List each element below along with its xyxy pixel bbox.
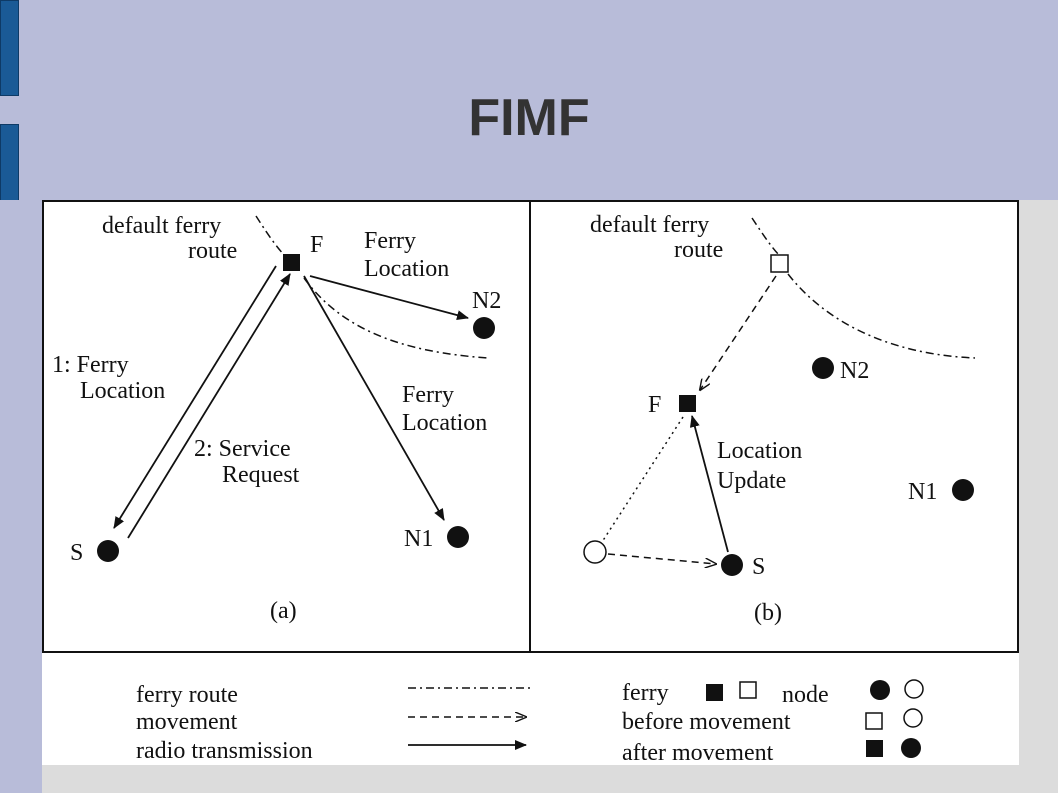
panel-a-msg-n2-line2: Location	[364, 256, 449, 282]
legend-movement-label: movement	[136, 709, 238, 735]
legend-after-circle-icon	[901, 738, 921, 758]
panel-b-node-n2-icon	[812, 357, 834, 379]
panel-a-radio-to-s	[113, 265, 277, 529]
panel-b-node-n1-icon	[952, 479, 974, 501]
panel-a-msg-n1-line1: Ferry	[402, 382, 454, 408]
panel-b-ferry-label: F	[648, 392, 661, 418]
panel-b: default ferry route F N2 Location Update…	[583, 212, 976, 626]
panel-a-node-n1-label: N1	[404, 526, 433, 552]
legend-before-circle-icon	[903, 708, 923, 728]
panel-a-ferry-square-icon	[283, 254, 300, 271]
panel-b-ferry-route-lower	[787, 273, 976, 359]
legend-after-movement-label: after movement	[622, 740, 774, 765]
panel-b-node-s-label: S	[752, 554, 765, 580]
side-tab-1	[0, 0, 19, 96]
legend-ferry-label: ferry	[622, 680, 669, 706]
panel-b-node-movement	[607, 553, 716, 564]
panel-a-node-s-icon	[97, 540, 119, 562]
panel-b-dotted-link	[601, 416, 684, 543]
panel-a-msg-n2-line1: Ferry	[364, 228, 416, 254]
panel-b-ferry-before-square-icon	[770, 254, 789, 273]
panel-a: default ferry route F Ferry Location N2 …	[52, 213, 501, 624]
panel-a-route-label-line2: route	[188, 238, 237, 264]
panel-b-node-s-after-icon	[721, 554, 743, 576]
legend-after-square-icon	[866, 740, 883, 757]
panel-a-node-s-label: S	[70, 540, 83, 566]
panel-b-update-line1: Location	[717, 438, 802, 464]
legend-node-label: node	[782, 682, 829, 708]
panel-b-ferry-movement	[700, 275, 777, 390]
panel-b-node-s-before-icon	[583, 540, 607, 564]
ferry-diagram-figure: default ferry route F Ferry Location N2 …	[42, 200, 1019, 766]
panel-a-msg-s1-line2: Location	[80, 378, 165, 404]
legend-ferry-open-square-icon	[739, 681, 757, 699]
legend-node-filled-circle-icon	[870, 680, 890, 700]
panel-a-node-n2-label: N2	[472, 288, 501, 314]
panel-a-route-label-line1: default ferry	[102, 213, 221, 239]
panel-b-ferry-route-upper	[751, 217, 781, 257]
panel-a-caption: (a)	[270, 598, 297, 624]
panel-a-ferry-route-lower	[303, 277, 489, 359]
panel-a-radio-to-n2	[309, 275, 469, 321]
panel-b-caption: (b)	[754, 600, 782, 626]
panel-b-update-line2: Update	[717, 468, 786, 494]
legend: ferry route movement radio transmission …	[136, 679, 924, 766]
panel-a-msg-s1-line1: 1: Ferry	[52, 352, 129, 378]
panel-b-route-label-line1: default ferry	[590, 212, 709, 238]
panel-a-msg-n1-line2: Location	[402, 410, 487, 436]
slide-title: FIMF	[468, 89, 590, 147]
ferry-diagram: default ferry route F Ferry Location N2 …	[42, 200, 1019, 766]
legend-ferry-route-label: ferry route	[136, 682, 238, 708]
panel-b-node-n1-label: N1	[908, 479, 937, 505]
slide-header	[0, 0, 1058, 200]
panel-a-msg-s2-line2: Request	[222, 462, 300, 488]
legend-node-open-circle-icon	[904, 679, 924, 699]
panel-b-location-update-arrow	[689, 415, 729, 553]
panel-a-ferry-label: F	[310, 232, 323, 258]
panel-a-node-n2-icon	[473, 317, 495, 339]
panel-b-ferry-after-square-icon	[679, 395, 696, 412]
panel-a-node-n1-icon	[447, 526, 469, 548]
legend-before-movement-label: before movement	[622, 709, 791, 735]
panel-a-msg-s2-line1: 2: Service	[194, 436, 291, 462]
legend-radio-transmission-label: radio transmission	[136, 738, 313, 764]
legend-before-square-icon	[865, 712, 883, 730]
panel-a-radio-service-request	[127, 273, 291, 539]
left-strip	[0, 200, 42, 793]
panel-b-route-label-line2: route	[674, 237, 723, 263]
panel-a-radio-to-n1	[303, 275, 445, 521]
panel-b-node-n2-label: N2	[840, 358, 869, 384]
legend-ferry-filled-square-icon	[706, 684, 723, 701]
